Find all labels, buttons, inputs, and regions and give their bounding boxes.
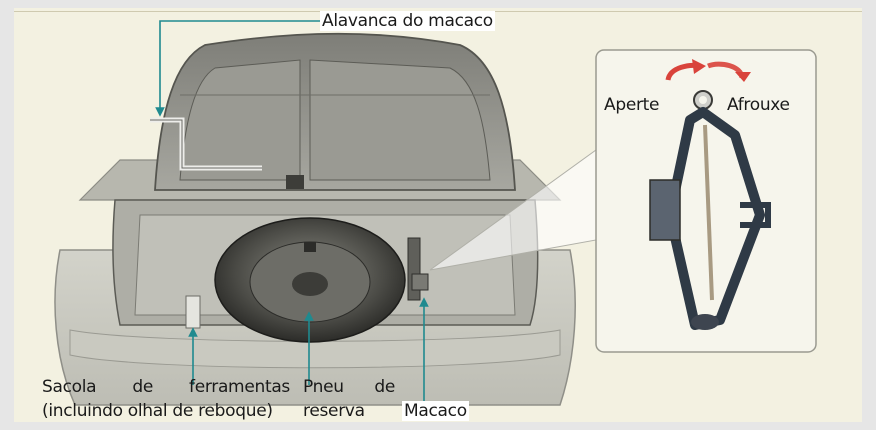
label-jack-lever: Alavanca do macaco <box>320 11 495 31</box>
label-tool-bag-line2: (incluindo olhal de reboque) <box>42 401 273 421</box>
spare-tire-icon <box>214 217 406 343</box>
callout-lines <box>155 20 429 405</box>
tool-bag <box>185 295 201 329</box>
jack-in-trunk <box>407 237 429 301</box>
label-spare-line2: reserva <box>303 401 365 421</box>
jack-icon <box>649 90 771 330</box>
label-tighten: Aperte <box>604 95 660 115</box>
label-tool-bag-word: ferramentas <box>189 377 290 397</box>
trunk-lid <box>150 32 516 191</box>
label-jack: Macaco <box>402 401 469 421</box>
jack-inset <box>595 49 817 353</box>
callout-jack-lever <box>155 20 320 117</box>
label-tool-bag-word: de <box>132 377 153 397</box>
label-spare-line1: Pneu de <box>303 377 395 397</box>
label-loosen: Afrouxe <box>727 95 790 115</box>
label-tool-bag-word: Sacola <box>42 377 97 397</box>
label-spare-word: de <box>374 377 395 397</box>
label-spare-word: Pneu <box>303 377 344 397</box>
rotation-arrows-icon <box>665 59 751 82</box>
label-tool-bag-line1: Sacola de ferramentas <box>42 377 290 397</box>
